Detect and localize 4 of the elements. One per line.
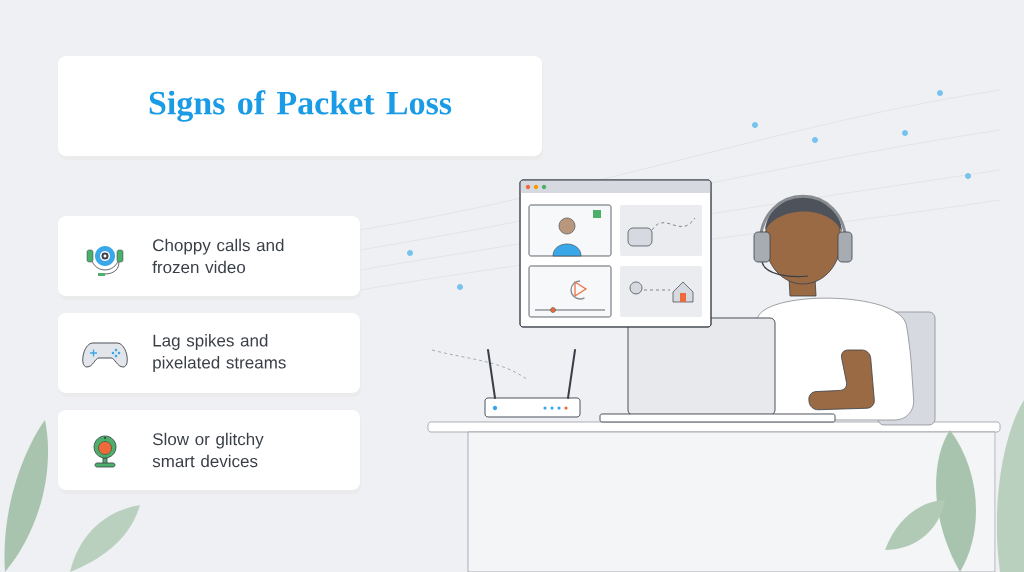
sign-card: Choppy calls and frozen video [58, 216, 361, 300]
sign-card: Slow or glitchy smart devices [58, 410, 361, 494]
sign-card: Lag spikes and pixelated streams [58, 313, 361, 397]
title-card: Signs of Packet Loss [58, 56, 543, 160]
